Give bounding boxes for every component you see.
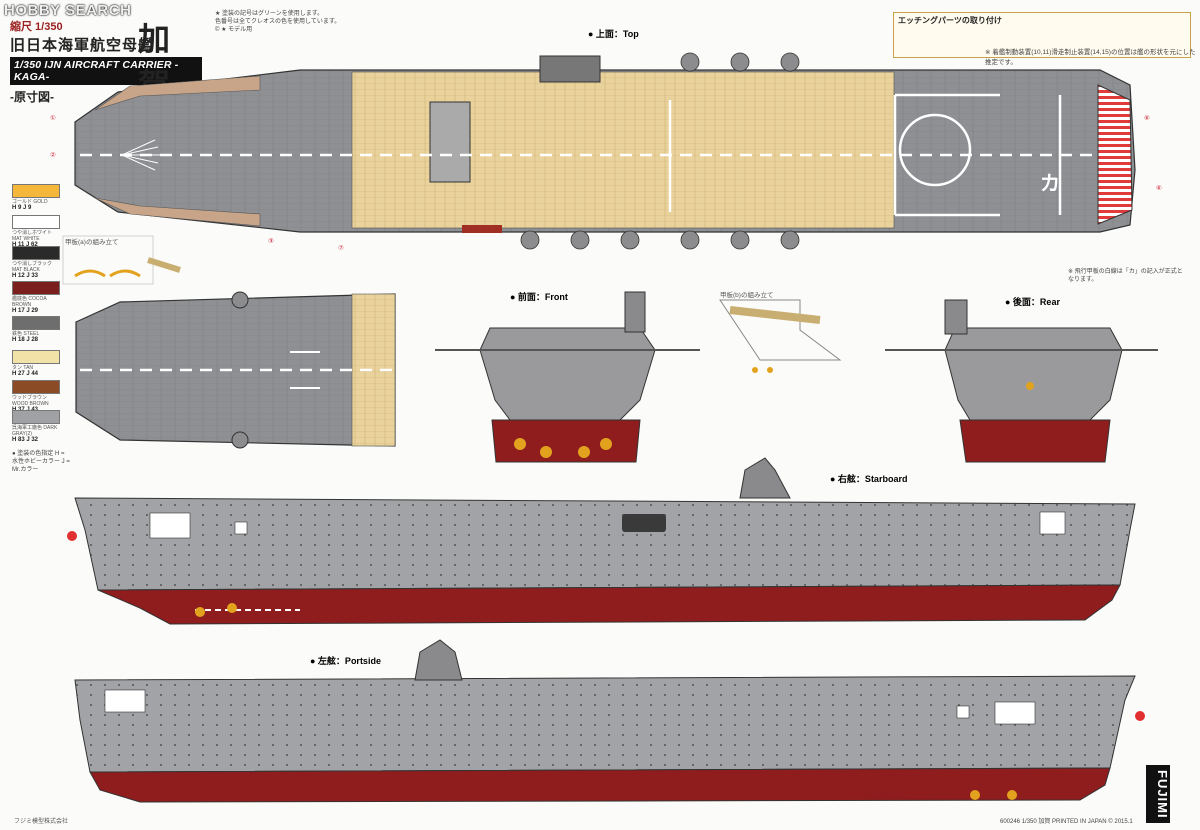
swatch-name: タン TAN [12, 365, 34, 371]
boats-top [462, 225, 502, 233]
deck-callout-label: 甲板(a)の組み立て [65, 237, 118, 246]
starboard-hangar-openings [149, 511, 1066, 539]
brand-logo: FUJIMI [1146, 765, 1170, 823]
starboard-propellers [195, 603, 237, 617]
swatch-tan: タン TAN H 27 J 44 [12, 350, 60, 377]
deck-lines [668, 93, 1062, 217]
deck-marking-note: ※ 飛行甲板の白線は「カ」の記入が正式となります。 [1068, 269, 1183, 283]
swatch-gold: ゴールド GOLD H 9 J 9 [12, 184, 60, 211]
swatch-color [12, 350, 60, 364]
portside-hangar-openings [104, 689, 1036, 725]
svg-text:⑥: ⑥ [1156, 185, 1162, 192]
swatch-color [12, 246, 60, 260]
part-number-callouts: ① ② ③ ⑦ ⑥ ⑥ [50, 115, 1162, 252]
swatch-mat-black: つや消しブラック MAT BLACK H 12 J 33 [12, 246, 60, 279]
bow-sponson-port [94, 75, 261, 111]
swatch-color [12, 380, 60, 394]
swatch-steel: 鉄色 STEEL H 18 J 28 [12, 316, 60, 343]
elevator-top [429, 101, 471, 183]
portside-hull-grey [74, 675, 1136, 773]
stern-callout-diagram [719, 299, 842, 373]
swatch-code: H 18 J 28 [12, 337, 39, 343]
svg-text:③: ③ [268, 238, 274, 245]
bow-fan-lines [121, 139, 160, 171]
starboard-view [67, 457, 1136, 625]
swatch-code: H 27 J 44 [12, 371, 39, 377]
bow-sponson-starboard [94, 197, 261, 227]
swatch-cocoa-brown: 艦底色 COCOA BROWN H 17 J 29 [12, 281, 60, 314]
scale-label: 縮尺 1/350 [10, 21, 63, 33]
swatch-color [12, 215, 60, 229]
starboard-island [739, 457, 791, 499]
top-view: カ [74, 52, 1136, 250]
swatch-mat-white: つや消しホワイト MAT WHITE H 11 J 62 [12, 215, 60, 248]
label-portside-view: ● 左舷：Portside [310, 655, 381, 666]
front-view [435, 291, 700, 463]
svg-text:⑦: ⑦ [338, 245, 344, 252]
gun-sponsons-top [520, 52, 800, 250]
swatch-color [12, 410, 60, 424]
label-front-view: ● 前面：Front [510, 291, 568, 302]
swatch-name: ウッドブラウン WOOD BROWN [12, 395, 49, 407]
deck-part-a [75, 291, 396, 449]
swatch-color [12, 281, 60, 295]
swatch-code: H 11 J 62 [12, 242, 38, 248]
maker-name: フジミ模型株式会社 [14, 819, 69, 825]
title-english: 1/350 IJN AIRCRAFT CARRIER -KAGA- [10, 57, 202, 85]
title-subtitle: -原寸図- [10, 90, 54, 104]
label-top-view: ● 上面：Top [588, 28, 639, 39]
portside-island [414, 639, 463, 681]
landing-circle [898, 113, 972, 187]
swatch-name: つや消しホワイト MAT WHITE [12, 230, 53, 242]
etching-instruction-box: エッチングパーツの取り付け [893, 12, 1191, 58]
starboard-ensign [67, 531, 77, 541]
label-starboard-view: ● 右舷：Starboard [830, 473, 907, 484]
portside-view [74, 639, 1145, 803]
deck-callout-diagram [62, 235, 181, 285]
deck-identifier-mark: カ [1040, 173, 1060, 195]
label-rear-view: ● 後面：Rear [1005, 296, 1060, 307]
island-top [539, 55, 601, 83]
title-block: 縮尺 1/350 旧日本海軍航空母艦 加賀 1/350 IJN AIRCRAFT… [10, 18, 202, 105]
paint-note: ★ 塗装の記号はグリーンを使用します。 色番号は全てクレオスの色を使用しています… [215, 11, 341, 33]
swatch-name: 艦底色 COCOA BROWN [12, 296, 47, 308]
svg-text:①: ① [50, 115, 56, 122]
svg-text:⑥: ⑥ [1144, 115, 1150, 122]
stern-stripes [1097, 84, 1133, 225]
swatch-code: H 9 J 9 [12, 205, 32, 211]
title-japanese: 旧日本海軍航空母艦 [10, 36, 155, 54]
product-code: 600246 1/350 加賀 PRINTED IN JAPAN © 2015.… [1000, 819, 1133, 825]
portside-ensign [1135, 711, 1145, 721]
swatch-code: H 17 J 29 [12, 308, 39, 314]
etching-title: エッチングパーツの取り付け [898, 16, 1002, 25]
swatch-color [12, 316, 60, 330]
svg-text:②: ② [50, 152, 56, 159]
swatch-name: 鉄色 STEEL [12, 331, 40, 337]
portside-hull-red [89, 767, 1111, 803]
deck-equipment-note: ※ 着艦制動装置(10,11)滑走制止装置(14,15)の位置は艦の形状を元にし… [985, 49, 1196, 66]
paint-legend-note: ● 塗装の色指定 H = 水性ホビーカラー J = Mr.カラー [12, 451, 70, 473]
swatch-name: ゴールド GOLD [12, 199, 48, 205]
swatch-dark-gray: 呉海軍工廠色 DARK GRAY(2) H 83 J 32 [12, 410, 60, 443]
swatch-code: H 83 J 32 [12, 437, 39, 443]
swatch-code: H 12 J 33 [12, 273, 39, 279]
portside-propellers [970, 790, 1017, 800]
stern-callout-label: 甲板(b)の組み立て [720, 290, 773, 299]
rear-view [885, 299, 1158, 463]
starboard-hull-red [97, 584, 1121, 625]
swatch-name: つや消しブラック MAT BLACK [12, 261, 53, 273]
watermark-logo: HOBBY SEARCH [4, 2, 132, 19]
swatch-color [12, 184, 60, 198]
starboard-funnel [622, 514, 666, 532]
front-propellers [514, 438, 612, 458]
swatch-name: 呉海軍工廠色 DARK GRAY(2) [12, 425, 58, 437]
starboard-hull-grey [74, 497, 1136, 591]
